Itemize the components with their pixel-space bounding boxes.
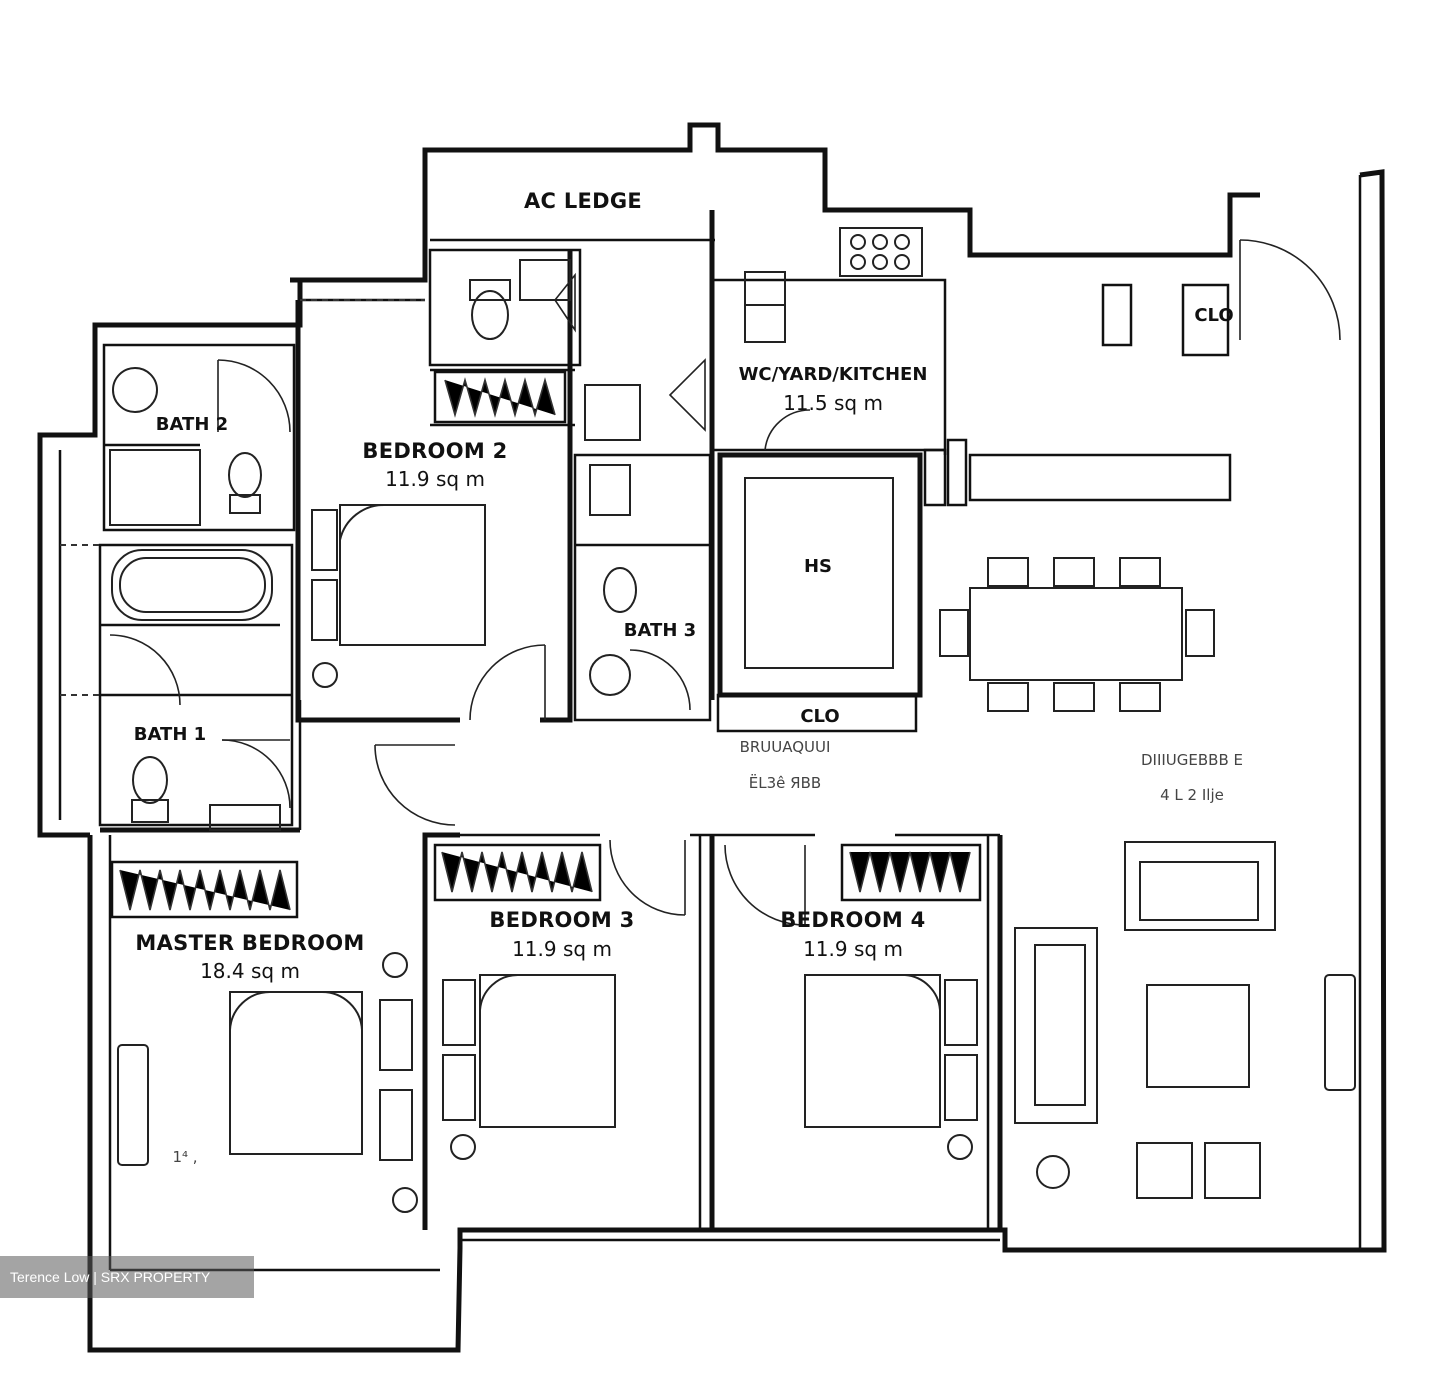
wardrobes <box>110 370 982 919</box>
bath-1-label: BATH 1 <box>134 724 206 745</box>
master-smudged-note: 1⁴ , <box>172 1148 197 1166</box>
dashed-lines <box>60 299 425 696</box>
clo-mid-label: CLO <box>800 706 839 727</box>
bath-3-label: BATH 3 <box>624 620 696 641</box>
wc-yard-kitchen-label: WC/YARD/KITCHEN <box>739 364 928 385</box>
hs-label: HS <box>804 556 832 577</box>
bath-2-label: BATH 2 <box>156 414 228 435</box>
bedroom-3-area: 11.9 sq m <box>512 937 612 961</box>
bedroom-2-area: 11.9 sq m <box>385 467 485 491</box>
master-bedroom-area: 18.4 sq m <box>200 959 300 983</box>
interior-walls <box>98 210 1232 1242</box>
living-smudged-title: DIIIUGEBBB E <box>1141 751 1243 769</box>
watermark: Terence Low | SRX PROPERTY <box>0 1256 254 1298</box>
room-labels: AC LEDGE WC/YARD/KITCHEN 11.5 sq m BATH … <box>134 189 1243 1166</box>
bedroom-4-label: BEDROOM 4 <box>780 908 925 932</box>
fixtures <box>109 227 1356 1213</box>
hallway-smudged-sub: ЁL3ê ЯBB <box>749 773 821 792</box>
bedroom-3-label: BEDROOM 3 <box>489 908 634 932</box>
master-bedroom-label: MASTER BEDROOM <box>135 931 364 955</box>
hallway-smudged-title: BRUUAQUUI <box>740 738 831 756</box>
wc-yard-kitchen-area: 11.5 sq m <box>783 391 883 415</box>
bedroom-2-label: BEDROOM 2 <box>362 439 507 463</box>
doors <box>109 239 1341 926</box>
ac-ledge-label: AC LEDGE <box>524 189 642 213</box>
living-smudged-sub: 4 L 2 Ilje <box>1160 786 1224 804</box>
outer-walls <box>37 122 1387 1353</box>
clo-top-label: CLO <box>1194 305 1233 326</box>
bedroom-4-area: 11.9 sq m <box>803 937 903 961</box>
